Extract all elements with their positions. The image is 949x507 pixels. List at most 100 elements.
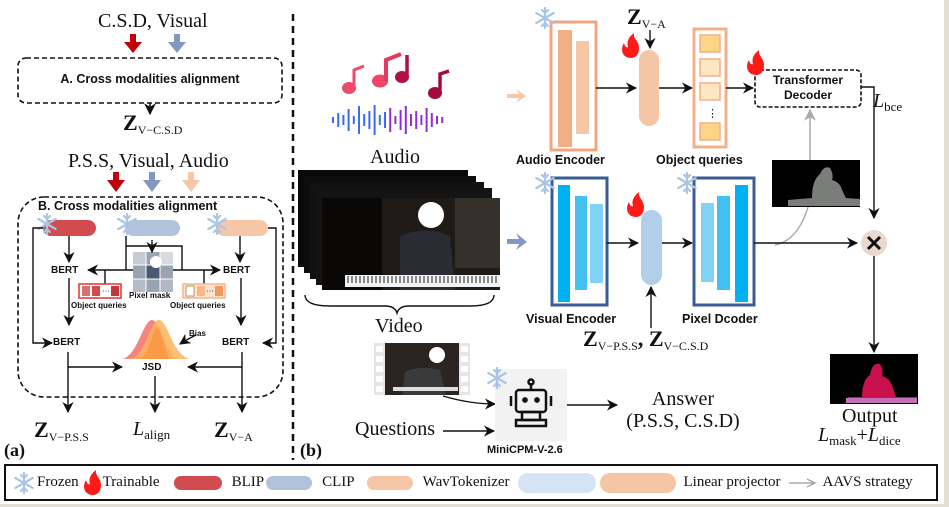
bert-label: BERT xyxy=(223,265,251,276)
legend-wavtokenizer-label: WavTokenizer xyxy=(422,474,510,490)
svg-text:⋮: ⋮ xyxy=(707,108,718,120)
pss-input-arrow xyxy=(107,172,125,192)
object-queries-label: Object queries xyxy=(71,301,127,310)
bert-label: BERT xyxy=(53,337,81,348)
multiply-icon xyxy=(866,235,882,251)
flame-icon xyxy=(83,469,101,495)
legend-blip: BLIP xyxy=(173,474,265,491)
film-hole xyxy=(376,346,383,352)
audio-encoder xyxy=(549,20,598,152)
gray-mask-image xyxy=(772,160,860,207)
film-hole xyxy=(376,386,383,392)
z-pss-csd-label: ZV−P.S.S, ZV−C.S.D xyxy=(583,326,709,353)
transformer-decoder-line1: Transformer xyxy=(772,73,844,87)
transformer-decoder-line2: Decoder xyxy=(783,88,833,102)
music-notes-icon xyxy=(342,52,450,99)
clip-pill xyxy=(125,220,180,236)
video-frames xyxy=(298,170,500,290)
object-queries-label: Object queries xyxy=(656,153,743,167)
legend-clip: CLIP xyxy=(266,474,355,491)
mllm-label: MiniCPM-V-2.6 xyxy=(487,444,563,456)
legend-blip-label: BLIP xyxy=(231,474,265,490)
video-thumbnail xyxy=(374,343,470,395)
video-brace xyxy=(304,294,495,316)
answer-line1: Answer xyxy=(651,388,715,410)
panel-b-label: (b) xyxy=(300,440,322,460)
transformer-decoder-box xyxy=(754,69,862,108)
audio-input-arrow xyxy=(182,172,200,192)
audio-encoder-label: Audio Encoder xyxy=(516,153,605,167)
flame-icon xyxy=(627,192,644,217)
film-hole xyxy=(461,376,468,382)
jsd-label: JSD xyxy=(142,362,162,373)
film-hole xyxy=(461,366,468,372)
film-hole xyxy=(461,356,468,362)
z-pss-label: ZV−P.S.S xyxy=(34,417,89,444)
waveform-icon xyxy=(332,105,444,135)
visual-flow-arrow xyxy=(507,233,527,250)
mllm-box xyxy=(495,369,567,441)
pixel-mask-label: Pixel mask xyxy=(129,291,171,300)
legend-clip-label: CLIP xyxy=(322,474,355,490)
blip-swatch xyxy=(173,475,222,490)
audio-label: Audio xyxy=(370,146,420,168)
robot-icon xyxy=(509,378,553,428)
l-bce-label: Lbce xyxy=(873,90,903,114)
bert-label: BERT xyxy=(222,337,250,348)
output-loss-label: Lmask+Ldice xyxy=(818,424,901,448)
legend-trainable: Trainable xyxy=(83,469,160,496)
film-hole xyxy=(461,346,468,352)
z-va-label: ZV−A xyxy=(214,417,253,444)
pixel-decoder xyxy=(692,176,756,307)
legend-linear-projector-label: Linear projector xyxy=(683,474,781,490)
clip-swatch xyxy=(266,475,313,490)
legend-frozen: Frozen xyxy=(14,471,79,494)
l-align-label: Lalign xyxy=(133,418,171,442)
pixel-mask-image xyxy=(133,252,173,292)
visual-input-arrow xyxy=(168,34,186,53)
legend-wavtokenizer: WavTokenizer xyxy=(366,474,510,491)
film-hole xyxy=(376,356,383,362)
output-label: Output xyxy=(842,405,898,427)
alignment-box-b xyxy=(17,196,284,398)
answer-line2: (P.S.S, C.S.D) xyxy=(626,410,740,432)
z-va-label: ZV−A xyxy=(627,4,666,31)
bias-label: Bias xyxy=(189,329,206,338)
panel-a-label: (a) xyxy=(4,440,25,460)
object-queries-peach: ··· xyxy=(182,283,226,299)
video-label: Video xyxy=(375,315,423,337)
blip-pill xyxy=(43,220,96,236)
panel-a-top-inputs: C.S.D, Visual xyxy=(98,10,208,32)
panel-a-mid-inputs: P.S.S, Visual, Audio xyxy=(68,150,229,172)
visual-linear-projector xyxy=(641,210,662,285)
snowflake-icon xyxy=(14,471,34,494)
box-b-title: B. Cross modalities alignment xyxy=(38,199,218,213)
flame-icon xyxy=(747,50,764,75)
box-a-title: A. Cross modalities alignment xyxy=(60,72,240,86)
flame-icon xyxy=(622,33,639,58)
audio-projector-swatch xyxy=(599,472,676,493)
bert-label: BERT xyxy=(51,265,79,276)
pixel-decoder-label: Pixel Dcoder xyxy=(682,312,758,326)
visual-encoder-label: Visual Encoder xyxy=(526,312,617,326)
legend-frozen-label: Frozen xyxy=(37,474,79,490)
output-mask-image xyxy=(830,354,918,404)
legend: Frozen Trainable BLIP CLIP WavTokenizer … xyxy=(4,464,938,501)
svg-text:···: ··· xyxy=(206,287,214,296)
answer-label: Answer (P.S.S, C.S.D) xyxy=(618,388,748,432)
audio-linear-projector xyxy=(639,50,659,126)
legend-trainable-label: Trainable xyxy=(102,474,160,490)
audio-flow-arrow xyxy=(507,89,526,103)
csd-input-arrow xyxy=(124,34,142,53)
wavtokenizer-swatch xyxy=(366,475,413,490)
object-queries-red: ··· xyxy=(78,283,122,299)
legend-aavs-label: AAVS strategy xyxy=(822,474,913,490)
legend-aavs: AAVS strategy xyxy=(787,474,913,491)
svg-text:···: ··· xyxy=(102,287,110,296)
z-csd-label: ZV−C.S.D xyxy=(123,110,183,137)
visual-encoder xyxy=(550,176,609,307)
transformer-decoder-label: Transformer Decoder xyxy=(755,73,861,103)
visual-projector-swatch xyxy=(517,472,596,493)
